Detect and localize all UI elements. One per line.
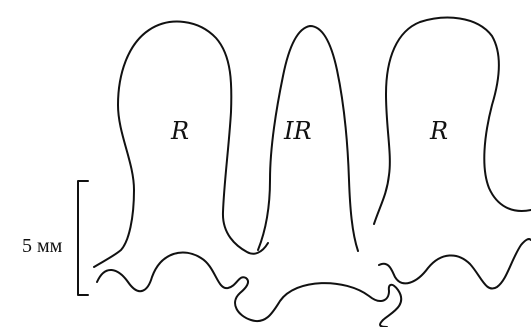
right-lobe-outline [374,18,531,224]
right-lobe-label: R [429,117,448,145]
left-lobe: R [94,22,268,267]
scale-bar: 5 мм [22,181,88,295]
scale-bar-line [78,181,88,295]
base-contour-right-outline [379,239,531,289]
left-lobe-label: R [170,117,189,145]
base-contour [97,239,531,327]
middle-lobe: IR [258,26,358,251]
right-lobe: R [374,18,531,224]
middle-lobe-label: IR [283,117,312,145]
scale-bar-label: 5 мм [22,235,63,257]
base-contour-outline [97,252,401,327]
